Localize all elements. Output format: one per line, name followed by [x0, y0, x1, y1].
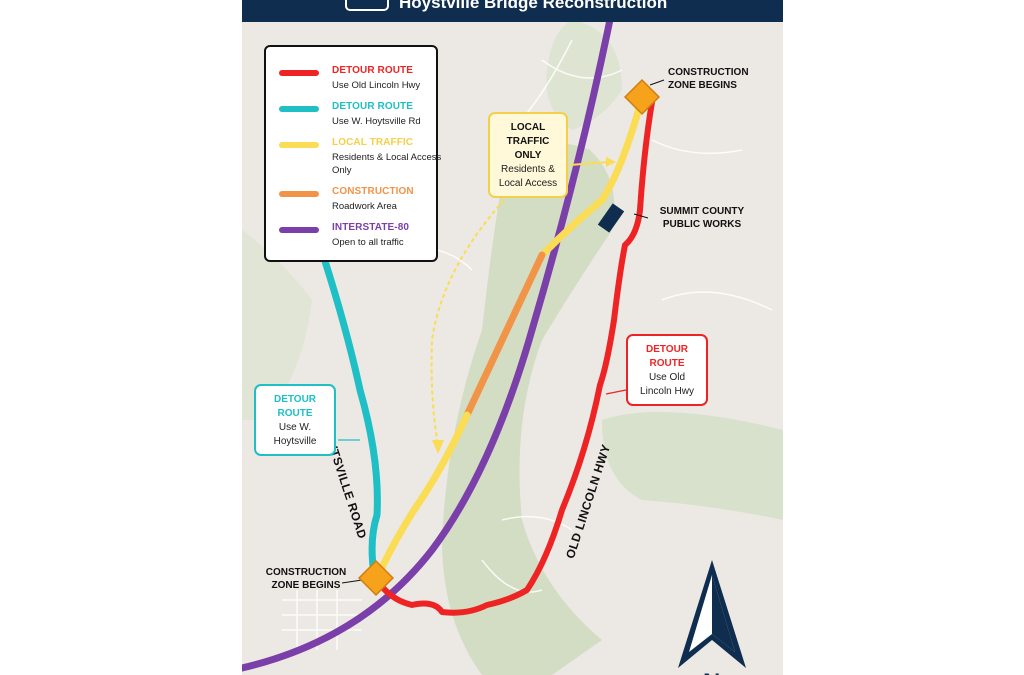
local-traffic-route-south: [374, 411, 471, 580]
callout-subtitle: Use Old Lincoln Hwy: [640, 372, 694, 397]
green-valley-area: [442, 143, 615, 675]
legend-subtitle: Roadwork Area: [332, 201, 397, 212]
construction-marker-top-icon: [623, 78, 661, 116]
public-works-label: SUMMIT COUNTY PUBLIC WORKS: [659, 206, 745, 230]
legend-item-interstate: INTERSTATE-80 Open to all traffic: [276, 222, 436, 256]
local-traffic-arrow: [569, 161, 609, 166]
local-streets: [282, 39, 773, 650]
old-lincoln-detour-route: [374, 99, 655, 616]
red-callout-arrow: [605, 389, 627, 395]
legend-item-construction: CONSTRUCTION Roadwork Area: [276, 186, 436, 220]
legend-item-local-traffic: LOCAL TRAFFIC Residents & Local Access O…: [276, 137, 441, 176]
construction-bottom-arrow: [341, 579, 363, 584]
legend-item-detour-red: DETOUR ROUTE Use Old Lincoln Hwy: [276, 65, 436, 99]
legend-swatch-yellow: [279, 142, 319, 148]
public-works-building-icon: [597, 203, 625, 233]
callout-title: LOCAL TRAFFIC ONLY: [506, 122, 550, 161]
legend-title: INTERSTATE-80: [332, 222, 410, 233]
legend-swatch-teal: [279, 106, 319, 112]
public-works-arrow: [633, 213, 649, 219]
local-traffic-route-north: [538, 94, 646, 259]
red-detour-callout: DETOUR ROUTE Use Old Lincoln Hwy: [626, 334, 708, 406]
legend-title: DETOUR ROUTE: [332, 65, 414, 76]
green-west-area: [242, 230, 312, 420]
callout-title: DETOUR ROUTE: [645, 344, 689, 369]
callout-title: DETOUR ROUTE: [273, 394, 317, 419]
legend-swatch-red: [279, 70, 319, 76]
local-traffic-callout: LOCAL TRAFFIC ONLY Residents & Local Acc…: [488, 112, 568, 198]
construction-top-arrow: [649, 79, 665, 86]
north-letter: N: [703, 669, 720, 675]
road-sign-icon: [345, 0, 389, 11]
legend: DETOUR ROUTE Use Old Lincoln Hwy DETOUR …: [264, 45, 441, 262]
map-canvas: N: [242, 0, 783, 675]
west-hoytsville-detour-route: [320, 254, 381, 578]
legend-subtitle: Residents & Local Access Only: [332, 152, 442, 176]
legend-swatch-purple: [279, 227, 319, 233]
construction-zone-bottom-label: CONSTRUCTION ZONE BEGINS: [265, 567, 347, 591]
legend-title: LOCAL TRAFFIC: [332, 137, 414, 148]
local-traffic-pointer-dashed: [430, 199, 505, 446]
construction-zone-top-label: CONSTRUCTION ZONE BEGINS: [668, 67, 749, 91]
green-east-area: [602, 412, 783, 520]
callout-subtitle: Use W. Hoytsville: [273, 422, 317, 447]
legend-subtitle: Open to all traffic: [332, 237, 404, 248]
local-traffic-arrowhead: [606, 157, 616, 167]
legend-item-detour-teal: DETOUR ROUTE Use W. Hoytsville Rd: [276, 101, 436, 135]
legend-swatch-orange: [279, 191, 319, 197]
legend-subtitle: Use W. Hoytsville Rd: [332, 116, 421, 127]
interstate-80-route: [242, 0, 618, 672]
header-title: Hoystville Bridge Reconstruction: [399, 0, 668, 12]
local-traffic-pointer-arrowhead: [432, 440, 444, 454]
legend-title: DETOUR ROUTE: [332, 101, 414, 112]
header-bar: Hoystville Bridge Reconstruction: [242, 0, 783, 22]
callout-subtitle: Residents & Local Access: [498, 164, 558, 189]
construction-marker-bottom-icon: [357, 559, 395, 597]
map-frame: N Hoystville Bridge Reconstruction DETOU…: [242, 0, 783, 675]
legend-title: CONSTRUCTION: [332, 186, 414, 197]
construction-route: [463, 251, 546, 419]
legend-subtitle: Use Old Lincoln Hwy: [332, 80, 421, 91]
north-arrow-shade-icon: [712, 575, 735, 652]
teal-detour-callout: DETOUR ROUTE Use W. Hoytsville: [254, 384, 336, 456]
